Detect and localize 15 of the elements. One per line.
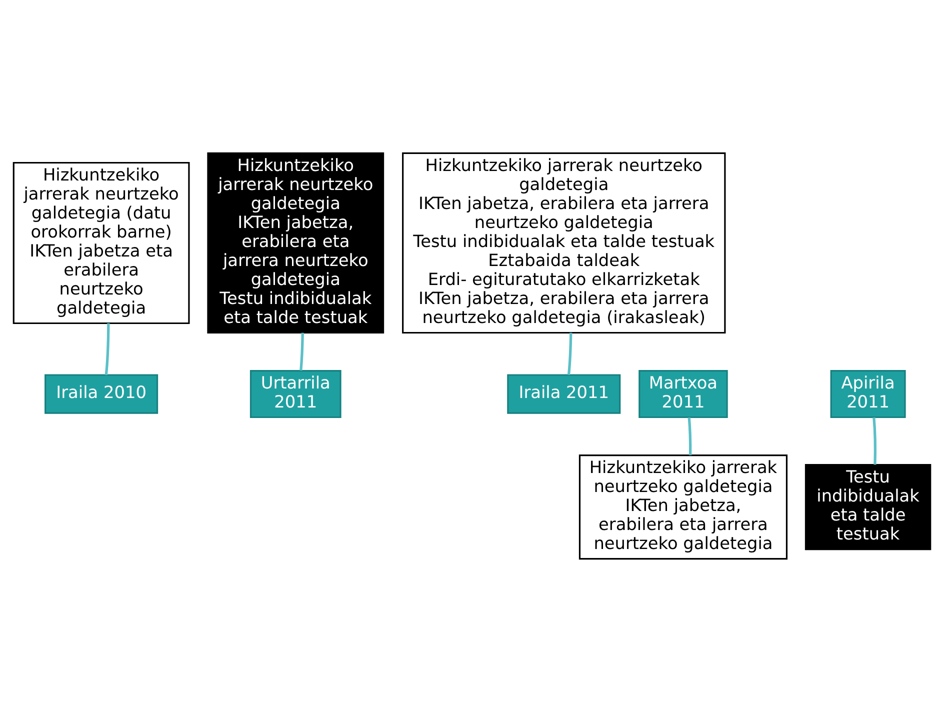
node-box: Hizkuntzekiko jarrerak neurtzeko galdetegia IKTen jabetza, erabilera eta jarrera neurtzeko galdetegia Testu indibidualak eta talde testuak	[206, 152, 384, 334]
connector	[299, 332, 304, 370]
node-box: Testu indibidualak eta talde testuak	[804, 463, 931, 550]
connector	[872, 416, 876, 464]
connector	[104, 322, 110, 375]
node-box: Hizkuntzekiko jarrerak neurtzeko galdetegia IKTen jabetza, erabilera eta jarrera neurtzeko galdetegia	[578, 454, 788, 560]
node-box: Iraila 2011	[506, 374, 620, 414]
connector	[687, 416, 692, 455]
node-box: Martxoa 2011	[638, 370, 728, 418]
node-box: Apirila 2011	[830, 370, 906, 418]
connector	[566, 332, 572, 374]
node-box: Urtarrila 2011	[249, 370, 341, 418]
node-box: Iraila 2010	[44, 374, 158, 414]
node-box: Hizkuntzekiko jarrerak neurtzeko galdetegia (datu orokorrak barne) IKTen jabetza eta erabilera neurtzeko galdetegia	[12, 161, 190, 324]
node-box: Hizkuntzekiko jarrerak neurtzeko galdetegia IKTen jabetza, erabilera eta jarrera neurtzeko galdetegia Testu indibidualak eta talde testuak Eztabaida taldeak Erdi- egituratutako elkarrizketak IKTen jabetza, erabilera eta jarrera neurtzeko galdetegia (irakasleak)	[402, 152, 726, 334]
